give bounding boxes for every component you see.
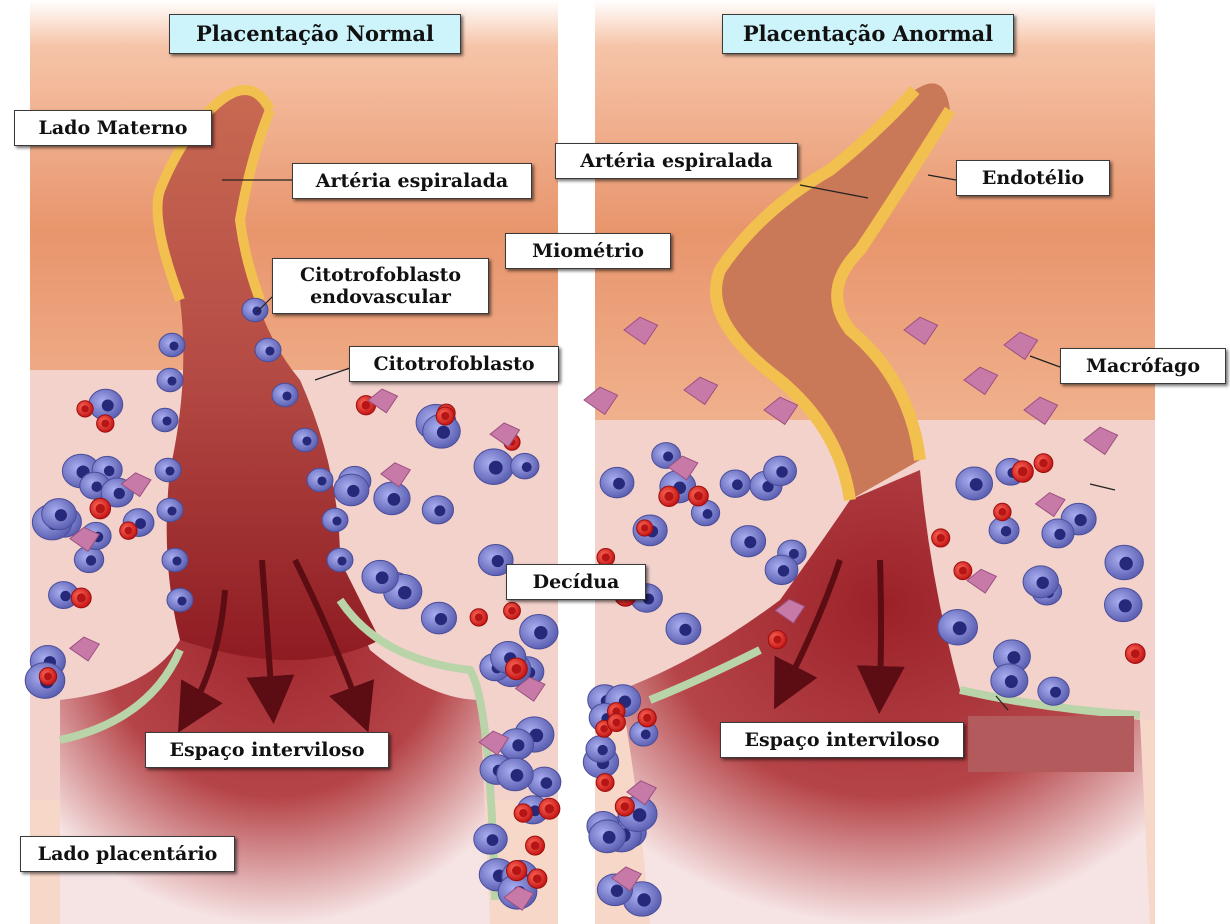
label-espaco-interviloso-left: Espaço interviloso — [145, 732, 389, 768]
red-blood-cell-icon — [514, 804, 532, 822]
red-blood-cell-icon — [768, 630, 786, 648]
red-blood-cell-icon — [1012, 461, 1033, 482]
cytotrophoblast-cell-icon — [157, 368, 183, 391]
cytotrophoblast-cell-icon — [272, 383, 298, 406]
cytotrophoblast-cell-icon — [155, 458, 181, 481]
red-blood-cell-icon — [39, 668, 56, 685]
cytotrophoblast-cell-icon — [474, 824, 507, 854]
cytotrophoblast-cell-icon — [511, 453, 539, 478]
cytotrophoblast-cell-icon — [1023, 566, 1058, 598]
cytotrophoblast-cell-icon — [600, 467, 634, 497]
cytotrophoblast-cell-icon — [374, 482, 410, 515]
cytotrophoblast-cell-icon — [1105, 545, 1143, 580]
cytotrophoblast-cell-icon — [666, 613, 701, 644]
red-blood-cell-icon — [994, 503, 1011, 520]
cytotrophoblast-cell-icon — [586, 736, 615, 763]
cytotrophoblast-cell-icon — [731, 526, 766, 557]
cytotrophoblast-cell-icon — [956, 467, 993, 500]
cytotrophoblast-cell-icon — [589, 820, 625, 853]
red-blood-cell-icon — [539, 798, 560, 819]
red-blood-cell-icon — [1034, 454, 1053, 473]
cytotrophoblast-cell-icon — [421, 602, 456, 634]
cytotrophoblast-cell-icon — [42, 499, 77, 530]
red-blood-cell-icon — [615, 797, 634, 816]
red-blood-cell-icon — [505, 658, 527, 680]
red-blood-cell-icon — [596, 774, 614, 792]
cytotrophoblast-cell-icon — [991, 664, 1028, 697]
red-blood-cell-icon — [470, 609, 487, 626]
red-blood-cell-icon — [1125, 644, 1145, 664]
red-blood-cell-icon — [90, 498, 111, 519]
cytotrophoblast-cell-icon — [362, 560, 398, 593]
cytotrophoblast-cell-icon — [255, 338, 281, 361]
title-normal: Placentação Normal — [169, 14, 461, 54]
cytotrophoblast-cell-icon — [307, 468, 333, 491]
cytotrophoblast-cell-icon — [327, 548, 353, 571]
cytotrophoblast-cell-icon — [497, 758, 533, 791]
cytotrophoblast-cell-icon — [1038, 677, 1069, 705]
red-blood-cell-icon — [659, 486, 679, 506]
red-blood-cell-icon — [526, 836, 545, 855]
label-lado-placentario: Lado placentário — [20, 836, 235, 872]
cytotrophoblast-cell-icon — [1042, 519, 1074, 548]
red-blood-cell-icon — [436, 407, 454, 425]
red-blood-cell-icon — [689, 486, 709, 506]
cytotrophoblast-cell-icon — [162, 548, 188, 571]
red-blood-cell-icon — [97, 415, 114, 432]
cytotrophoblast-cell-icon — [1105, 588, 1142, 622]
cytotrophoblast-cell-icon — [764, 456, 797, 486]
red-blood-cell-icon — [504, 602, 521, 619]
cytotrophoblast-cell-icon — [938, 609, 978, 645]
label-arteria-espiralada-right: Artéria espiralada — [555, 143, 798, 179]
title-abnormal: Placentação Anormal — [722, 14, 1014, 54]
cytotrophoblast-cell-icon — [242, 298, 268, 321]
cytotrophoblast-cell-icon — [720, 470, 750, 497]
red-blood-cell-icon — [954, 562, 972, 580]
red-blood-cell-icon — [506, 860, 526, 880]
label-macrofago: Macrófago — [1060, 348, 1226, 384]
red-blood-cell-icon — [607, 714, 625, 732]
cytotrophoblast-cell-icon — [159, 333, 185, 356]
label-citotrofoblasto: Citotrofoblasto — [349, 346, 559, 382]
redacted-patch — [968, 716, 1134, 772]
cytotrophoblast-cell-icon — [167, 588, 193, 611]
label-espaco-interviloso-right: Espaço interviloso — [720, 722, 964, 758]
red-blood-cell-icon — [77, 401, 93, 417]
red-blood-cell-icon — [71, 588, 91, 608]
red-blood-cell-icon — [120, 522, 137, 539]
blood-flow-arrow-icon — [880, 560, 881, 690]
cytotrophoblast-cell-icon — [765, 555, 798, 584]
cytotrophoblast-cell-icon — [292, 428, 318, 451]
label-decidua: Decídua — [506, 564, 646, 600]
cytotrophoblast-cell-icon — [322, 508, 348, 531]
cytotrophoblast-cell-icon — [157, 498, 183, 521]
cytotrophoblast-cell-icon — [334, 474, 369, 506]
red-blood-cell-icon — [638, 709, 656, 727]
red-blood-cell-icon — [932, 529, 950, 547]
label-citotrofoblasto-endovascular: Citotrofoblasto endovascular — [272, 258, 489, 314]
red-blood-cell-icon — [528, 869, 547, 888]
cytotrophoblast-cell-icon — [152, 408, 178, 431]
label-miometrio: Miométrio — [505, 233, 671, 269]
label-arteria-espiralada-left: Artéria espiralada — [292, 163, 532, 199]
cytotrophoblast-cell-icon — [422, 496, 453, 524]
cytotrophoblast-cell-icon — [520, 614, 558, 648]
label-endotelio: Endotélio — [956, 160, 1110, 196]
cytotrophoblast-cell-icon — [474, 449, 513, 485]
red-blood-cell-icon — [637, 520, 653, 536]
label-lado-materno: Lado Materno — [14, 110, 212, 146]
